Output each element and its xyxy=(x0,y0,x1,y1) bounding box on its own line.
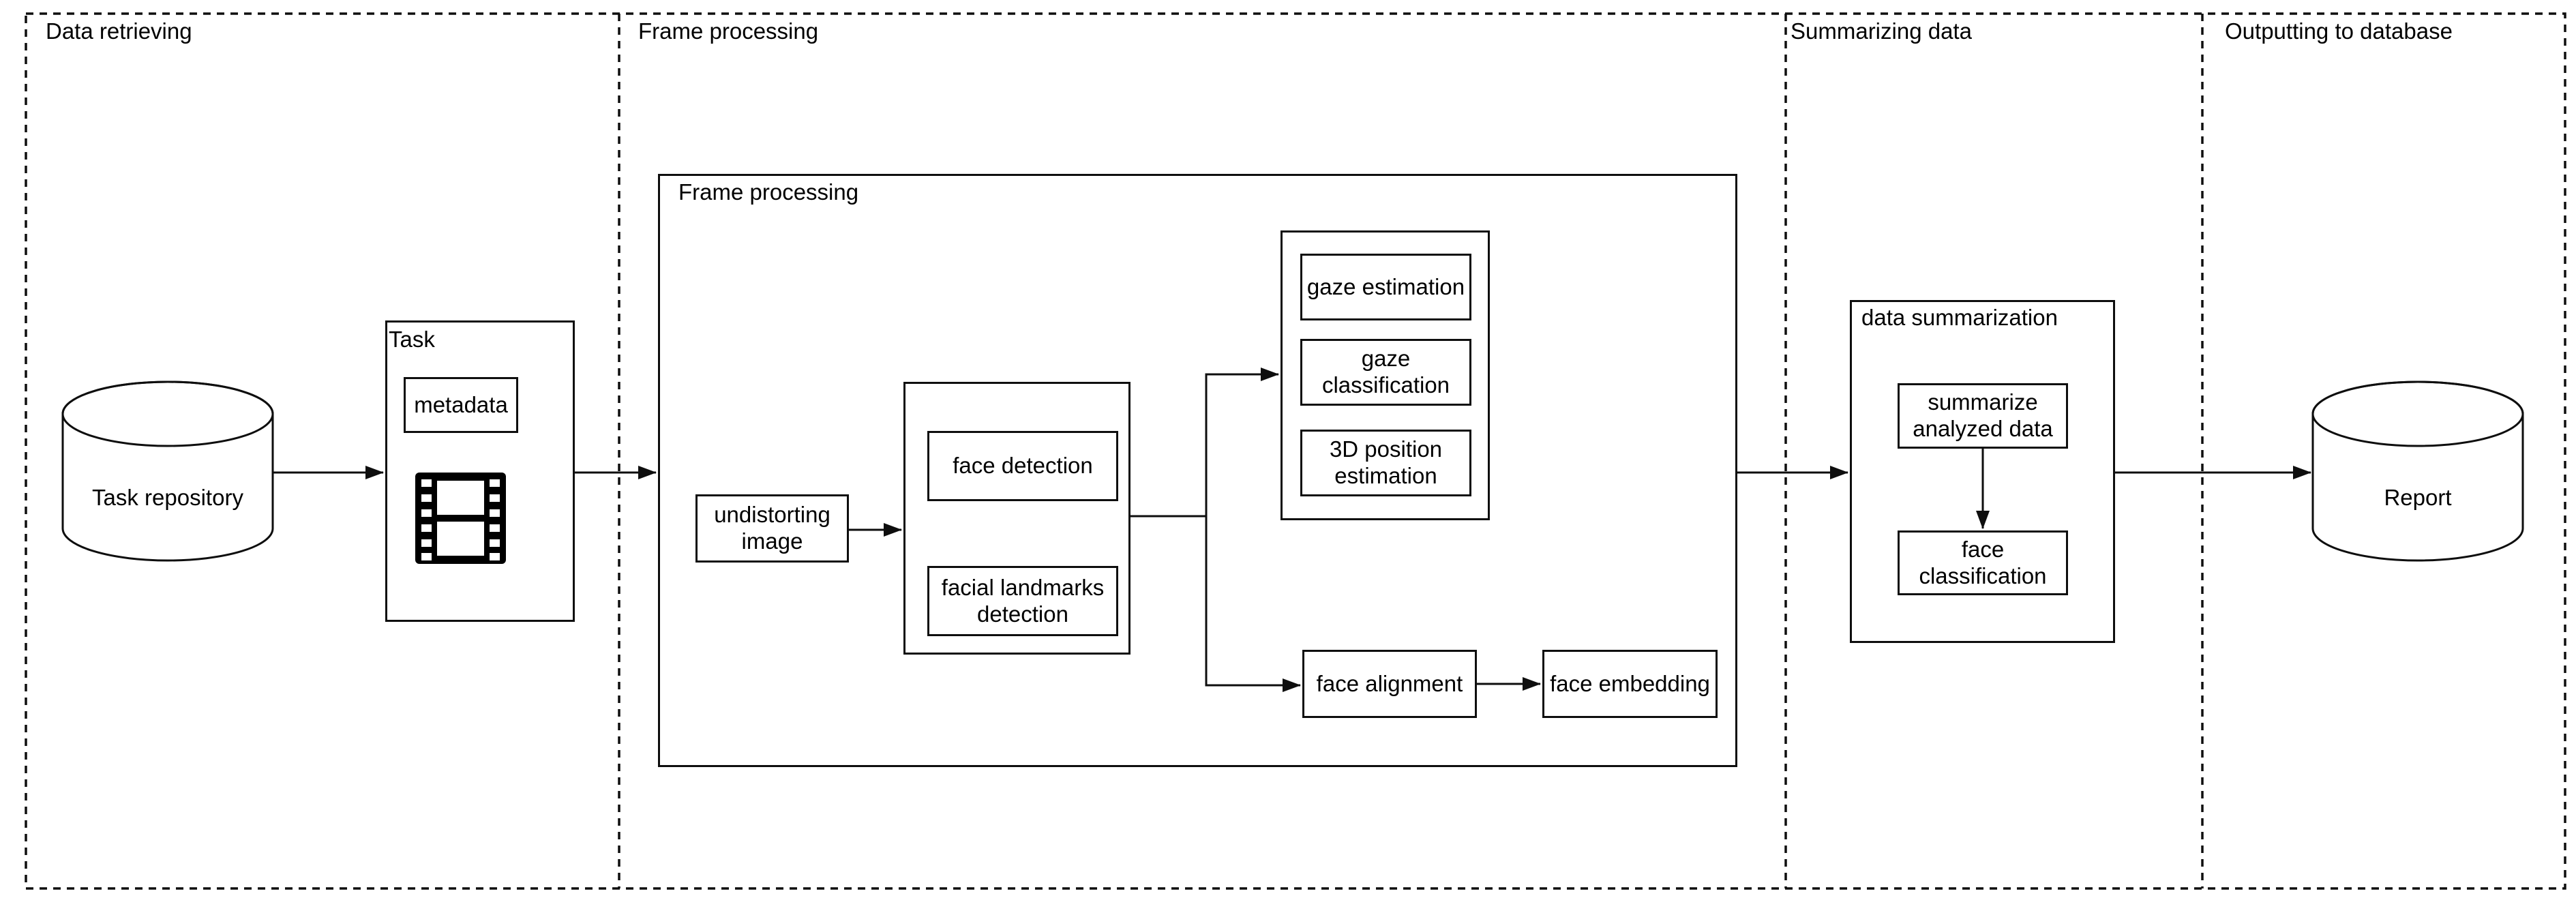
connector-arrows xyxy=(273,368,2311,692)
lane-title-data-retrieving: Data retrieving xyxy=(46,18,192,44)
gaze-estimation-box: gaze estimation xyxy=(1300,254,1471,320)
undistorting-image-box: undistorting image xyxy=(695,494,849,563)
face-embedding-box: face embedding xyxy=(1542,650,1718,718)
metadata-box: metadata xyxy=(404,377,518,433)
position-estimation-3d-box: 3D position estimation xyxy=(1300,430,1471,496)
data-summarization-group-box xyxy=(1850,300,2115,643)
data-summarization-group-label: data summarization xyxy=(1861,305,2058,330)
swimlane-borders xyxy=(25,12,2566,890)
gaze-group-box xyxy=(1280,230,1490,520)
face-detection-box: face detection xyxy=(927,431,1118,501)
report-label: Report xyxy=(2384,485,2452,510)
face-alignment-box: face alignment xyxy=(1302,650,1477,718)
task-repository-cylinder xyxy=(61,380,274,562)
facial-landmarks-detection-box: facial landmarks detection xyxy=(927,566,1118,636)
film-strip-icon xyxy=(415,473,506,564)
report-cylinder xyxy=(2311,380,2524,562)
face-classification-box: face classification xyxy=(1898,530,2068,595)
frame-processing-group-box xyxy=(658,174,1737,767)
summarize-analyzed-data-box: summarize analyzed data xyxy=(1898,383,2068,449)
task-repository-label: Task repository xyxy=(92,485,243,510)
task-group-box xyxy=(385,320,575,622)
frame-processing-group-label: Frame processing xyxy=(678,179,859,205)
detection-group-box xyxy=(903,382,1130,655)
task-group-label: Task xyxy=(389,327,435,352)
lane-title-summarizing-data: Summarizing data xyxy=(1791,18,1972,44)
gaze-classification-box: gaze classification xyxy=(1300,339,1471,406)
lane-title-outputting-to-database: Outputting to database xyxy=(2225,18,2453,44)
lane-title-frame-processing: Frame processing xyxy=(638,18,819,44)
